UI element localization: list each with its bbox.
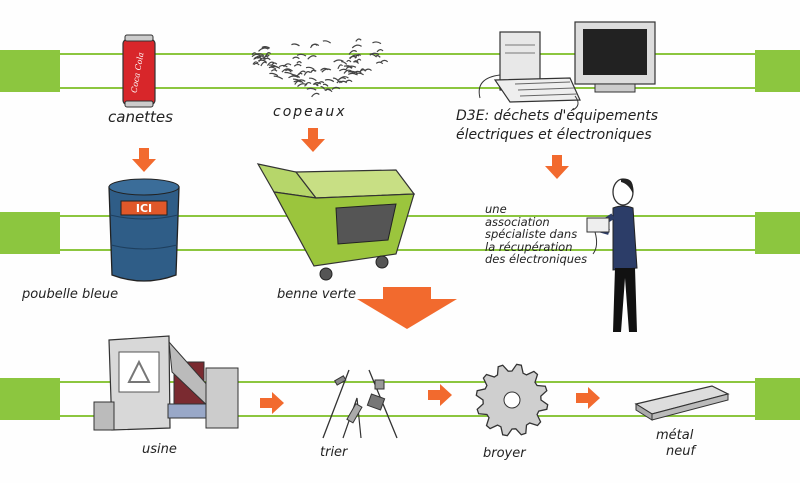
label-poubelle-bleue: poubelle bleue bbox=[22, 287, 119, 302]
band-top bbox=[0, 50, 800, 92]
label-neuf: neuf bbox=[666, 444, 696, 459]
band-bottom bbox=[0, 378, 800, 420]
metal-bar-icon bbox=[634, 385, 730, 421]
arrow-down-d3e bbox=[545, 155, 569, 179]
label-d3e-line1: D3E: déchets d'équipements bbox=[456, 108, 659, 124]
soda-can-icon: Coca Cola bbox=[122, 34, 156, 108]
shavings-icon bbox=[251, 38, 389, 98]
arrow-down-copeaux bbox=[301, 128, 325, 152]
computer-icon bbox=[478, 21, 656, 111]
arrow-down-large bbox=[357, 287, 457, 329]
sorting-icon bbox=[322, 369, 398, 439]
bin-label: ICI bbox=[136, 202, 152, 215]
arrow-right-2 bbox=[428, 384, 452, 406]
arrow-right-3 bbox=[576, 387, 600, 409]
label-d3e-line2: électriques et électroniques bbox=[456, 127, 652, 143]
label-trier: trier bbox=[320, 445, 348, 460]
label-usine: usine bbox=[142, 442, 177, 457]
green-skip-icon bbox=[256, 163, 416, 281]
gear-icon bbox=[475, 363, 549, 437]
label-metal: métal bbox=[656, 428, 694, 443]
label-broyer: broyer bbox=[483, 446, 526, 461]
arrow-right-1 bbox=[260, 392, 284, 414]
label-canettes: canettes bbox=[108, 108, 173, 126]
factory-icon bbox=[93, 335, 239, 431]
label-copeaux: copeaux bbox=[273, 104, 347, 120]
person-icon bbox=[586, 178, 638, 332]
association-text: une association spécialiste dans la récu… bbox=[485, 202, 588, 266]
arrow-down-canettes bbox=[132, 148, 156, 172]
blue-bin-icon: ICI bbox=[108, 178, 180, 282]
label-benne-verte: benne verte bbox=[277, 287, 356, 302]
